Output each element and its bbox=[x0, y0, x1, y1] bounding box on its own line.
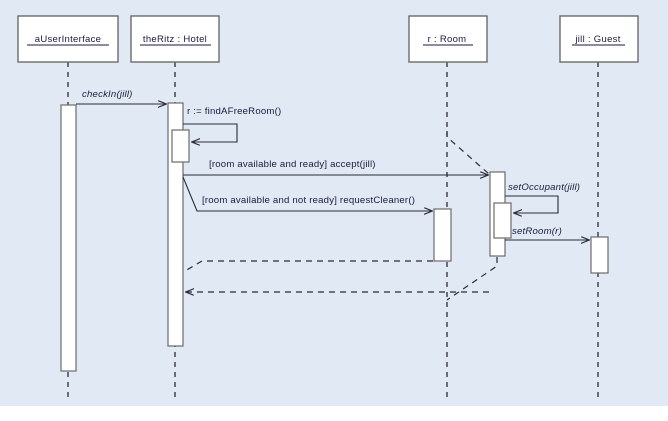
message-label-set-room: setRoom(r) bbox=[512, 226, 562, 237]
activation-hotel-main bbox=[167, 102, 184, 347]
message-set-room: setRoom(r) bbox=[505, 226, 589, 240]
message-label-set-occupant: setOccupant(jill) bbox=[508, 182, 580, 193]
activation-hotel-nested bbox=[171, 129, 190, 163]
message-return-from-cleaner bbox=[184, 260, 433, 272]
activation-room-nested bbox=[493, 202, 512, 239]
lifeline-label-room: r : Room bbox=[428, 34, 467, 45]
diagram-background bbox=[0, 0, 668, 406]
activation-guest-setroom bbox=[590, 236, 609, 274]
return-tails bbox=[446, 257, 498, 301]
lifeline-header-ui[interactable]: aUserInterface bbox=[17, 15, 119, 63]
message-request-cleaner: [room available and not ready] requestCl… bbox=[182, 176, 432, 211]
activation-bars bbox=[60, 102, 609, 372]
activation-room-cleaner bbox=[433, 208, 452, 262]
lifeline-header-room[interactable]: r : Room bbox=[408, 15, 488, 63]
message-accept: [room available and ready] accept(jill) bbox=[183, 131, 490, 175]
message-label-accept: [room available and ready] accept(jill) bbox=[209, 159, 376, 170]
activation-ui-main bbox=[60, 104, 77, 372]
lifeline-header-hotel[interactable]: theRitz : Hotel bbox=[130, 15, 220, 63]
message-label-request-cleaner: [room available and not ready] requestCl… bbox=[202, 195, 415, 206]
message-find-free-room: r := findAFreeRoom() bbox=[183, 106, 281, 142]
message-checkin: checkIn(jill) bbox=[76, 89, 166, 104]
lifeline-label-hotel: theRitz : Hotel bbox=[143, 34, 207, 45]
message-label-checkin: checkIn(jill) bbox=[82, 89, 133, 100]
lifeline-header-guest[interactable]: jill : Guest bbox=[559, 15, 639, 63]
message-label-find-free-room: r := findAFreeRoom() bbox=[187, 106, 281, 117]
lifeline-label-ui: aUserInterface bbox=[35, 34, 102, 45]
message-set-occupant: setOccupant(jill) bbox=[505, 182, 580, 213]
lifeline-label-guest: jill : Guest bbox=[574, 34, 620, 45]
